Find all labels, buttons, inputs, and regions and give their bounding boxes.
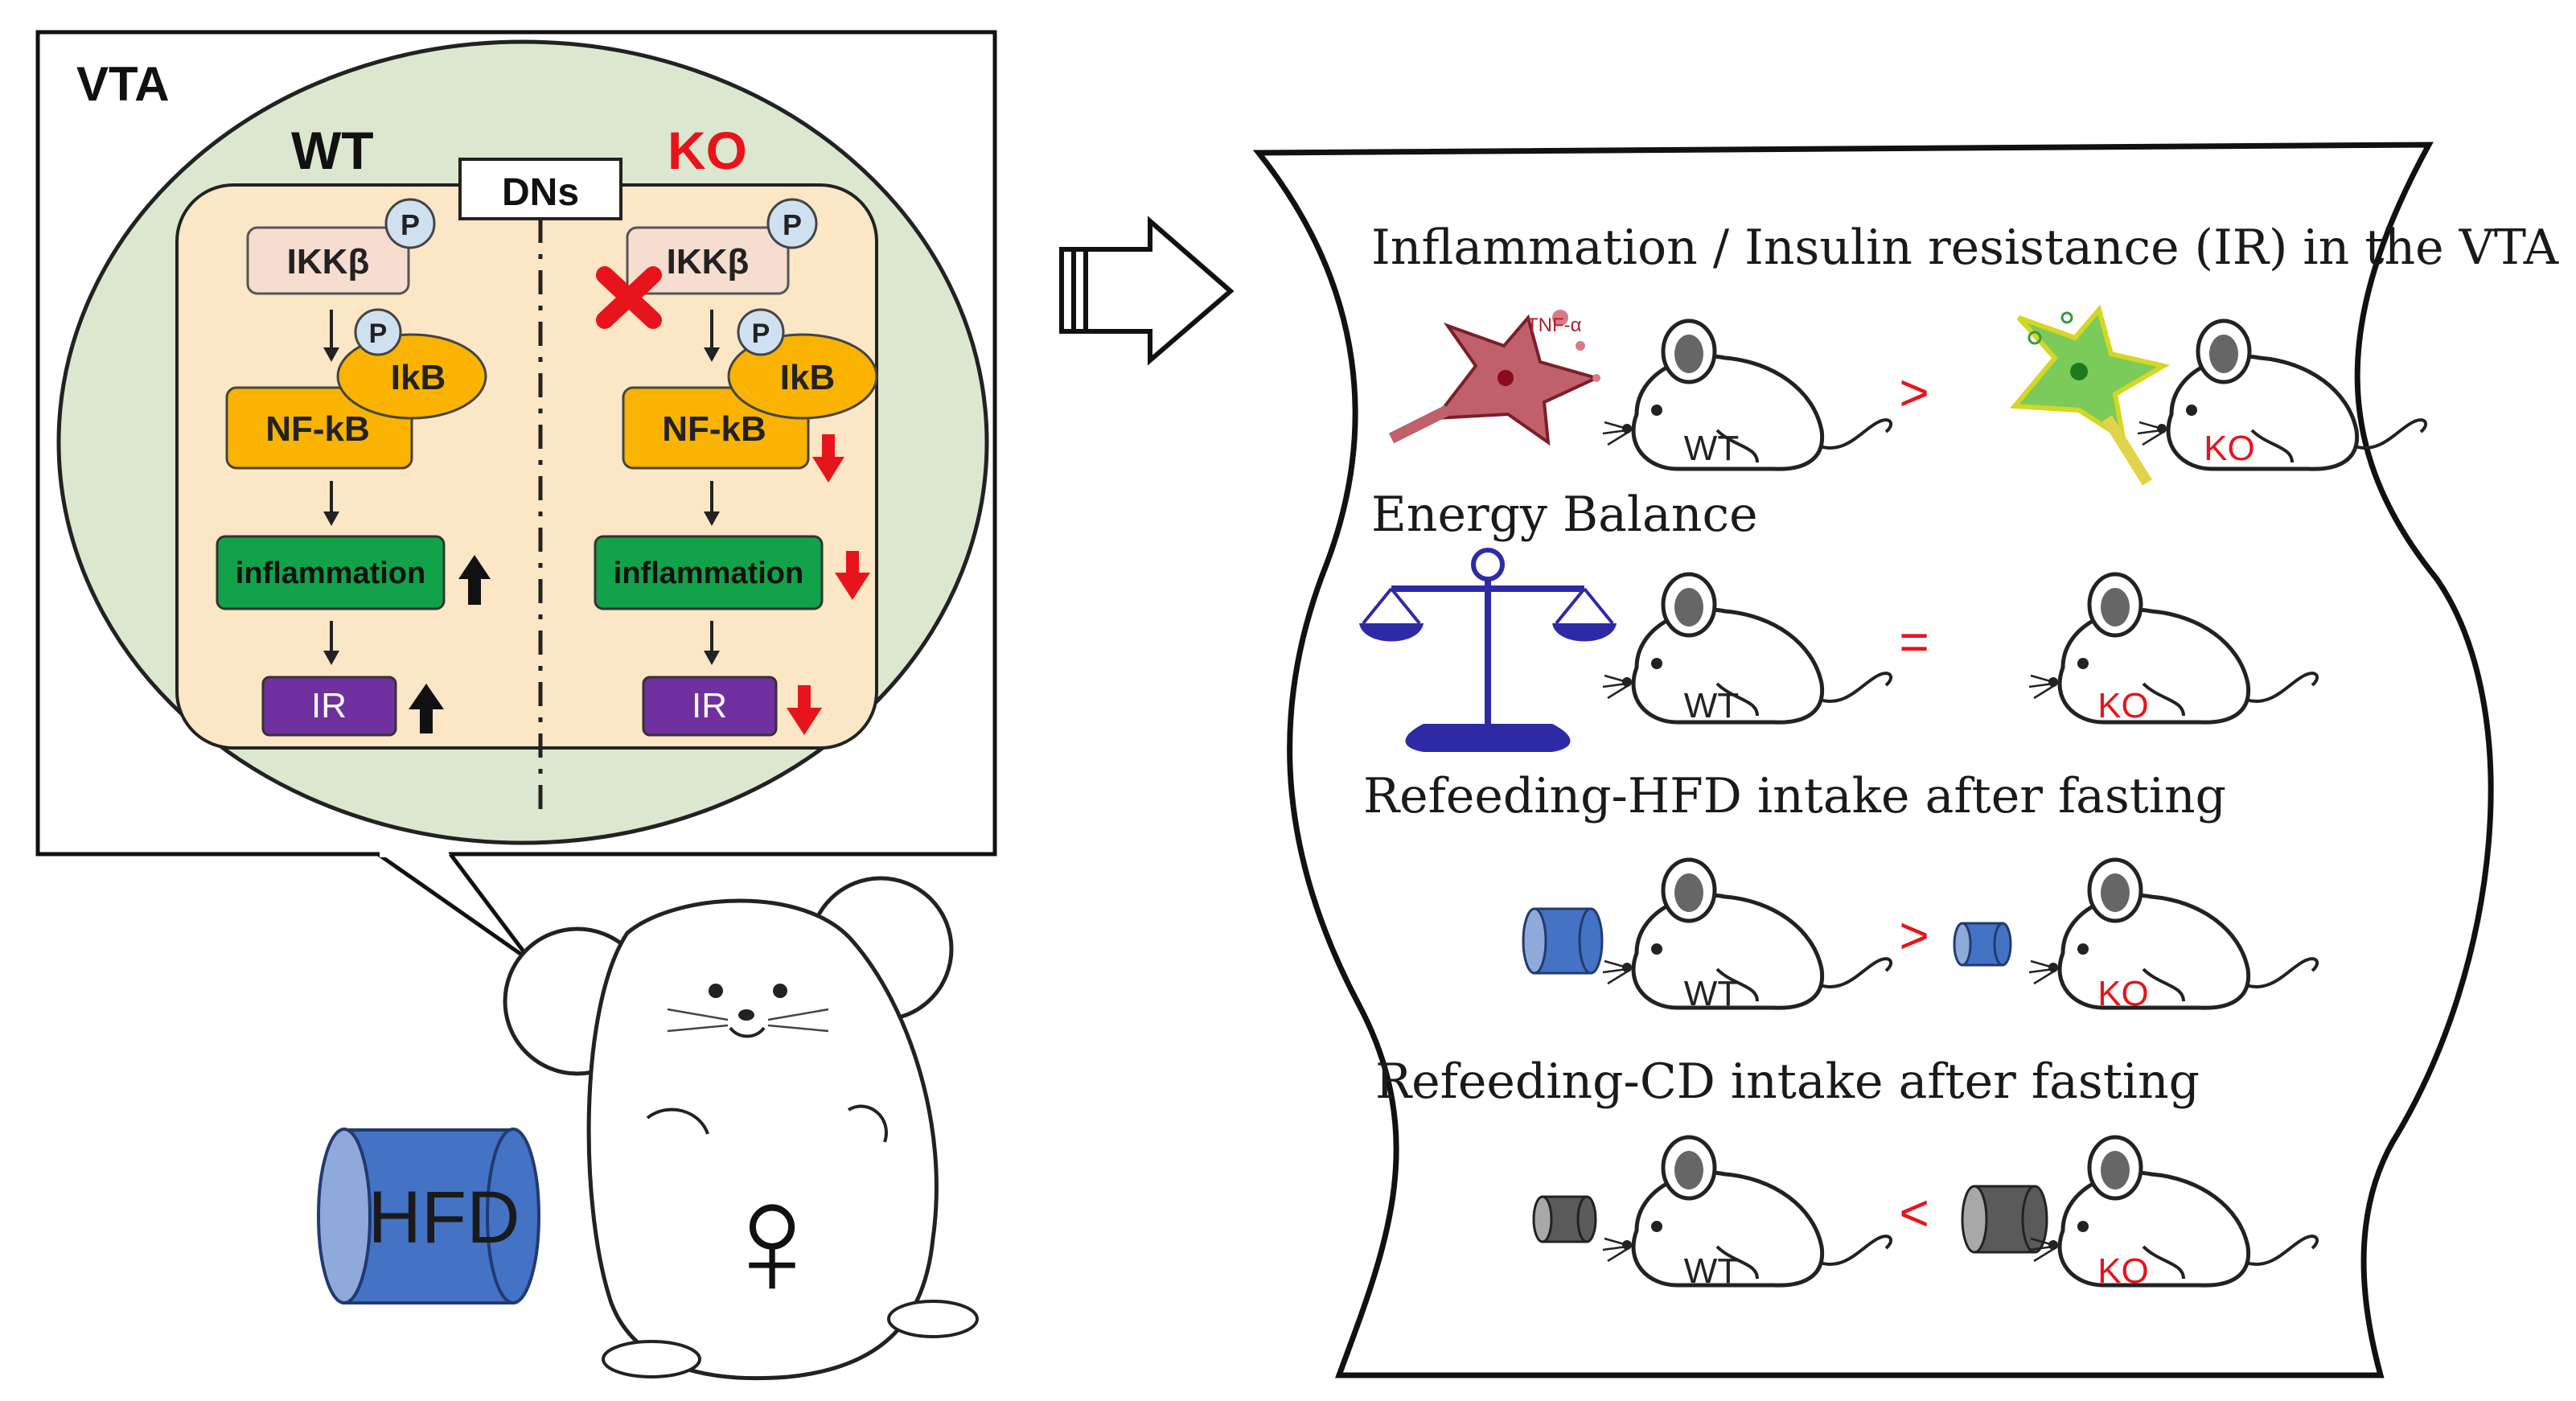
region-label: VTA bbox=[76, 57, 170, 111]
section3-wt-label: WT bbox=[1684, 974, 1739, 1013]
ko-inflammation-down-arrow-icon bbox=[835, 551, 870, 600]
ko-ikb-ellipse bbox=[727, 333, 878, 420]
wt-cd-portion-icon bbox=[1532, 1195, 1597, 1243]
results-scroll-frame bbox=[1252, 142, 2494, 1378]
section2-comparator: = bbox=[1899, 613, 1929, 671]
healthy-neuron-icon bbox=[2009, 304, 2171, 486]
ko-ikb-label: IkB bbox=[780, 358, 835, 397]
wt-header: WT bbox=[291, 121, 374, 180]
wt-ikb-phospho-label: P bbox=[369, 318, 388, 349]
wt-hfd-portion-icon bbox=[1522, 907, 1604, 975]
dns-box bbox=[458, 158, 622, 220]
hfd-food-cylinder-icon bbox=[317, 1128, 540, 1304]
wt-nfkb-label: NF-kB bbox=[265, 409, 370, 449]
hfd-label: HFD bbox=[368, 1177, 520, 1259]
female-mouse-illustration-icon bbox=[503, 876, 979, 1381]
ko-inflammation-box bbox=[594, 535, 824, 610]
wt-pathway: IKKβ P NF-kB IkB P inflammation IR bbox=[216, 198, 491, 737]
ko-ikkb-label: IKKβ bbox=[667, 242, 750, 281]
ko-cd-portion-icon bbox=[1961, 1185, 2048, 1254]
result-arrow-icon bbox=[1059, 216, 1235, 366]
ko-ikb-phospho bbox=[737, 308, 785, 356]
ko-header: KO bbox=[668, 121, 747, 180]
ko-ir-label: IR bbox=[692, 686, 727, 725]
wt-ikkb-label: IKKβ bbox=[287, 242, 370, 281]
female-symbol: ♀ bbox=[712, 1150, 832, 1329]
section4-ko-label: KO bbox=[2097, 1251, 2149, 1291]
ko-ikkb-phospho-label: P bbox=[783, 208, 802, 241]
ko-hfd-portion-icon bbox=[1953, 922, 2012, 967]
section1-comparator: > bbox=[1899, 364, 1929, 421]
balance-scale-icon bbox=[1359, 548, 1617, 752]
ko-ikkb-box bbox=[626, 226, 790, 295]
section2-ko-label: KO bbox=[2097, 686, 2149, 725]
left-panel: VTA WT KO DNs IKKβ P NF-kB IkB P bbox=[35, 30, 997, 1381]
wt-inflammation-label: inflammation bbox=[236, 557, 425, 590]
right-panel: Inflammation / Insulin resistance (IR) i… bbox=[1252, 142, 2559, 1378]
tnf-alpha-label: TNF-α bbox=[1526, 314, 1582, 336]
ko-ikkb-phospho bbox=[766, 198, 818, 249]
dns-label: DNs bbox=[502, 171, 579, 214]
ko-ikb-phospho-label: P bbox=[752, 318, 770, 349]
wt-ikkb-phospho-label: P bbox=[401, 208, 420, 241]
wt-ir-label: IR bbox=[311, 686, 347, 725]
wt-ikb-label: IkB bbox=[391, 358, 446, 397]
wt-ikb-phospho bbox=[354, 308, 402, 356]
wt-ikkb-box bbox=[246, 226, 410, 295]
knockout-cross-icon bbox=[596, 266, 662, 329]
section4-wt-label: WT bbox=[1684, 1251, 1739, 1291]
ko-ir-box bbox=[642, 676, 778, 737]
ko-ir-down-arrow-icon bbox=[787, 685, 822, 735]
callout-tail bbox=[376, 852, 532, 963]
ko-pathway: IKKβ P NF-kB IkB P inflammation bbox=[594, 198, 878, 737]
section1-ko-label: KO bbox=[2204, 429, 2255, 468]
inflamed-neuron-icon bbox=[1388, 310, 1601, 446]
wt-inflammation-box bbox=[216, 535, 446, 610]
section1-wt-label: WT bbox=[1684, 429, 1739, 468]
ko-nfkb-down-arrow-icon bbox=[812, 434, 844, 483]
wt-ir-up-arrow-icon bbox=[409, 684, 444, 733]
section4-comparator: < bbox=[1899, 1184, 1929, 1242]
section4-title: Refeeding-CD intake after fasting bbox=[1375, 1054, 2200, 1110]
wt-inflammation-up-arrow-icon bbox=[458, 555, 491, 605]
section2-title: Energy Balance bbox=[1371, 487, 1758, 543]
wt-ir-box bbox=[261, 676, 397, 737]
section1-title: Inflammation / Insulin resistance (IR) i… bbox=[1371, 220, 2559, 276]
section2-wt-label: WT bbox=[1684, 686, 1739, 725]
section3-title: Refeeding-HFD intake after fasting bbox=[1363, 768, 2226, 824]
section3-comparator: > bbox=[1899, 906, 1929, 964]
section3-ko-label: KO bbox=[2097, 974, 2149, 1013]
ko-nfkb-label: NF-kB bbox=[662, 409, 766, 449]
wt-ikkb-phospho bbox=[384, 198, 436, 249]
ko-inflammation-label: inflammation bbox=[614, 557, 803, 590]
